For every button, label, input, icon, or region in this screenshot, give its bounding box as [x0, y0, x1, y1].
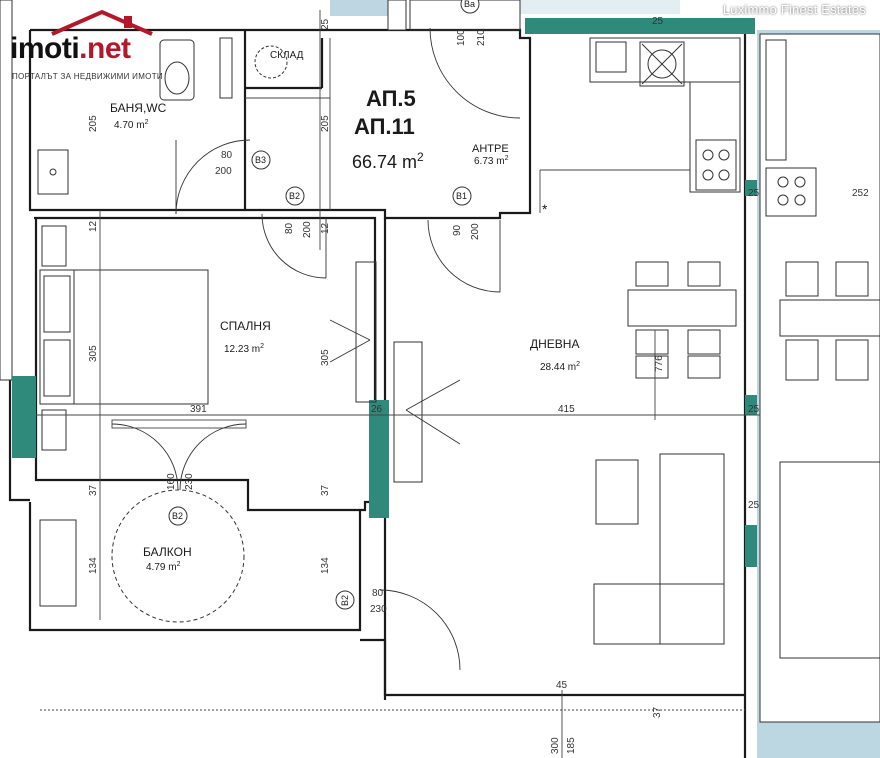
logo-tagline: ПОРТАЛЪТ ЗА НЕДВИЖИМИ ИМОТИ — [12, 72, 163, 81]
bath-name: БАНЯ,WC — [110, 101, 167, 115]
dim-305-mid: 305 — [320, 349, 331, 366]
bedroom-area: 12.23 m2 — [224, 343, 264, 355]
storage-name: СКЛАД — [270, 50, 304, 61]
logo-brand: imoti — [10, 32, 80, 65]
bedroom-name: СПАЛНЯ — [220, 319, 271, 333]
dim-776: 776 — [654, 355, 665, 372]
hatch-wall-r2 — [745, 525, 757, 567]
asterisk-mark: * — [542, 201, 548, 217]
hall-name: АНТРЕ — [472, 143, 509, 155]
watermark-brand: Luximmo Finest Estates — [722, 2, 866, 17]
dim-391: 391 — [190, 404, 207, 415]
hall-area: 6.73 m2 — [474, 155, 509, 167]
apartment-line2: АП.11 — [354, 114, 415, 139]
dim-300: 300 — [550, 737, 561, 754]
dim-12-bed: 12 — [88, 220, 99, 232]
dim-205-bath: 205 — [88, 115, 99, 132]
dim-415: 415 — [558, 404, 575, 415]
dim-134-left: 134 — [88, 557, 99, 574]
dim-80-b3: 80 — [221, 150, 233, 161]
dim-90-b1: 90 — [452, 224, 463, 236]
dim-25-r1: 25 — [748, 188, 760, 199]
living-area: 28.44 m2 — [540, 361, 580, 373]
dim-26-left: 26 — [371, 404, 383, 415]
hatch-wall-r3 — [745, 180, 757, 196]
door-tag-b2-c: B2 — [340, 595, 350, 606]
dim-252: 252 — [852, 188, 869, 199]
dim-160: 160 — [166, 473, 177, 490]
dim-305-bed: 305 — [88, 345, 99, 362]
dim-100: 100 — [456, 29, 467, 46]
door-tags — [168, 0, 480, 610]
imoti-logo[interactable]: imoti.net ПОРТАЛЪТ ЗА НЕДВИЖИМИ ИМОТИ — [4, 4, 184, 84]
bed — [39, 225, 209, 451]
door-tag-b1: B1 — [456, 191, 467, 201]
apartment-area: 66.74 m2 — [352, 150, 424, 172]
walls — [0, 0, 747, 758]
hatch-wall-top — [525, 18, 755, 34]
balcony-name: БАЛКОН — [143, 545, 192, 559]
balcony-items — [39, 419, 247, 623]
dim-205-store: 205 — [320, 115, 331, 132]
partitions — [245, 38, 331, 210]
dim-37-bot: 37 — [652, 706, 663, 718]
dim-80-liv: 80 — [372, 588, 384, 599]
dim-25-top: 25 — [652, 16, 664, 27]
dim-37-bal: 37 — [88, 484, 99, 496]
door-tag-b3: B3 — [255, 155, 266, 165]
doors — [111, 27, 521, 671]
dim-230-bal: 230 — [184, 473, 195, 490]
neighbor-room — [759, 33, 880, 723]
dim-200-b1: 200 — [470, 223, 481, 240]
neighbor-furniture — [765, 39, 880, 659]
dim-37-mid: 37 — [320, 484, 331, 496]
bath-area: 4.70 m2 — [114, 119, 149, 131]
apartment-line1: АП.5 — [366, 86, 416, 111]
hatch-wall-left — [12, 376, 36, 458]
neighbor-top-right — [520, 0, 680, 14]
dimension-lines — [36, 10, 760, 758]
door-tag-b2-a: B2 — [289, 191, 300, 201]
living-furniture — [355, 261, 725, 645]
hatch-wall-mid — [369, 400, 389, 518]
dim-134-mid: 134 — [320, 557, 331, 574]
dim-185: 185 — [566, 737, 577, 754]
dim-25-r2: 25 — [748, 404, 760, 415]
bath-fixtures — [37, 37, 233, 195]
storage-boiler — [254, 45, 288, 79]
hatch-wall-r1 — [745, 395, 757, 415]
dim-45: 45 — [556, 680, 568, 691]
dim-200-b2: 200 — [302, 221, 313, 238]
dim-12-b2: 12 — [320, 222, 331, 234]
balcony-area: 4.79 m2 — [146, 561, 181, 573]
neighbor-top — [330, 0, 395, 16]
roof-icon — [51, 9, 153, 36]
dim-230-liv: 230 — [370, 604, 387, 615]
dim-25-r3: 25 — [748, 500, 760, 511]
dining-set — [627, 261, 737, 379]
dim-80-b2: 80 — [284, 222, 295, 234]
door-tag-b2-b: B2 — [172, 511, 183, 521]
living-name: ДНЕВНА — [530, 337, 579, 351]
dim-210: 210 — [476, 29, 487, 46]
door-tag-ba: Ba — [464, 0, 475, 9]
dim-25-top-v: 25 — [320, 18, 331, 30]
dim-200-b3: 200 — [215, 166, 232, 177]
logo-wordmark: imoti.net — [10, 32, 131, 66]
kitchen-unit — [539, 37, 741, 213]
logo-tld: .net — [79, 32, 131, 65]
